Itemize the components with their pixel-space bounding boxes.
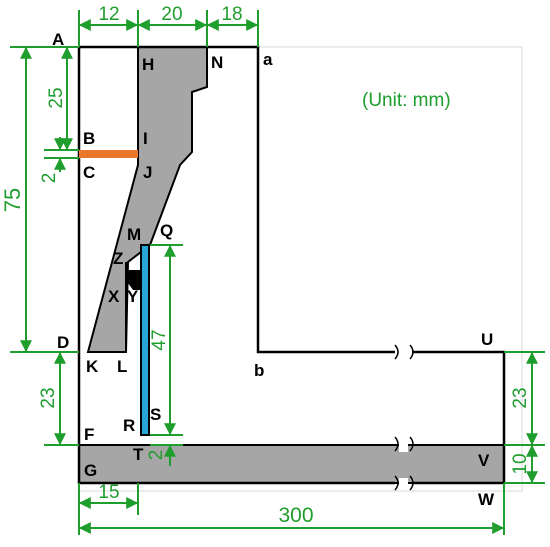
label-Z: Z — [113, 249, 123, 268]
label-J: J — [143, 163, 152, 182]
label-Y: Y — [127, 287, 139, 306]
label-B: B — [83, 129, 95, 148]
label-K: K — [86, 357, 99, 376]
label-U: U — [481, 330, 493, 349]
break-gap-2 — [399, 440, 408, 452]
label-b: b — [254, 361, 264, 380]
break-gap-3 — [399, 478, 408, 490]
dim-inner-2: 2 — [146, 450, 167, 461]
label-S: S — [150, 405, 161, 424]
break-gap-1 — [399, 343, 408, 361]
dim-bottom-300: 300 — [278, 504, 313, 527]
orange-bar — [79, 150, 138, 158]
l-shape-outline-right — [412, 350, 506, 485]
blue-strip — [140, 244, 150, 436]
label-H: H — [142, 55, 154, 74]
label-T: T — [133, 445, 144, 464]
dimension-lines — [10, 10, 545, 535]
dim-left-23: 23 — [38, 387, 59, 408]
label-W: W — [478, 490, 495, 509]
label-A: A — [52, 30, 64, 49]
break-marks — [394, 344, 414, 491]
dim-left-25: 25 — [46, 87, 67, 108]
label-G: G — [84, 461, 97, 480]
label-D: D — [57, 333, 69, 352]
label-F: F — [84, 425, 94, 444]
label-L: L — [117, 357, 127, 376]
label-R: R — [123, 416, 135, 435]
unit-label: (Unit: mm) — [362, 90, 451, 111]
dim-left-2: 2 — [39, 173, 60, 184]
label-V: V — [478, 451, 490, 470]
dim-right-23: 23 — [510, 387, 531, 408]
gray-wedge — [86, 46, 208, 353]
dim-top-12: 12 — [98, 4, 119, 25]
label-Q: Q — [160, 221, 173, 240]
dim-left-75: 75 — [0, 188, 25, 212]
label-N: N — [211, 53, 223, 72]
dim-right-10: 10 — [510, 453, 531, 474]
dim-bottom-15: 15 — [98, 482, 119, 503]
black-block — [128, 270, 140, 290]
label-a: a — [263, 50, 273, 69]
l-shape-outline — [79, 45, 395, 354]
label-X: X — [108, 287, 120, 306]
dim-inner-47: 47 — [149, 329, 170, 350]
label-C: C — [83, 163, 95, 182]
dim-top-20: 20 — [161, 4, 182, 25]
label-M: M — [127, 225, 141, 244]
label-I: I — [143, 129, 148, 148]
dim-top-18: 18 — [221, 4, 242, 25]
